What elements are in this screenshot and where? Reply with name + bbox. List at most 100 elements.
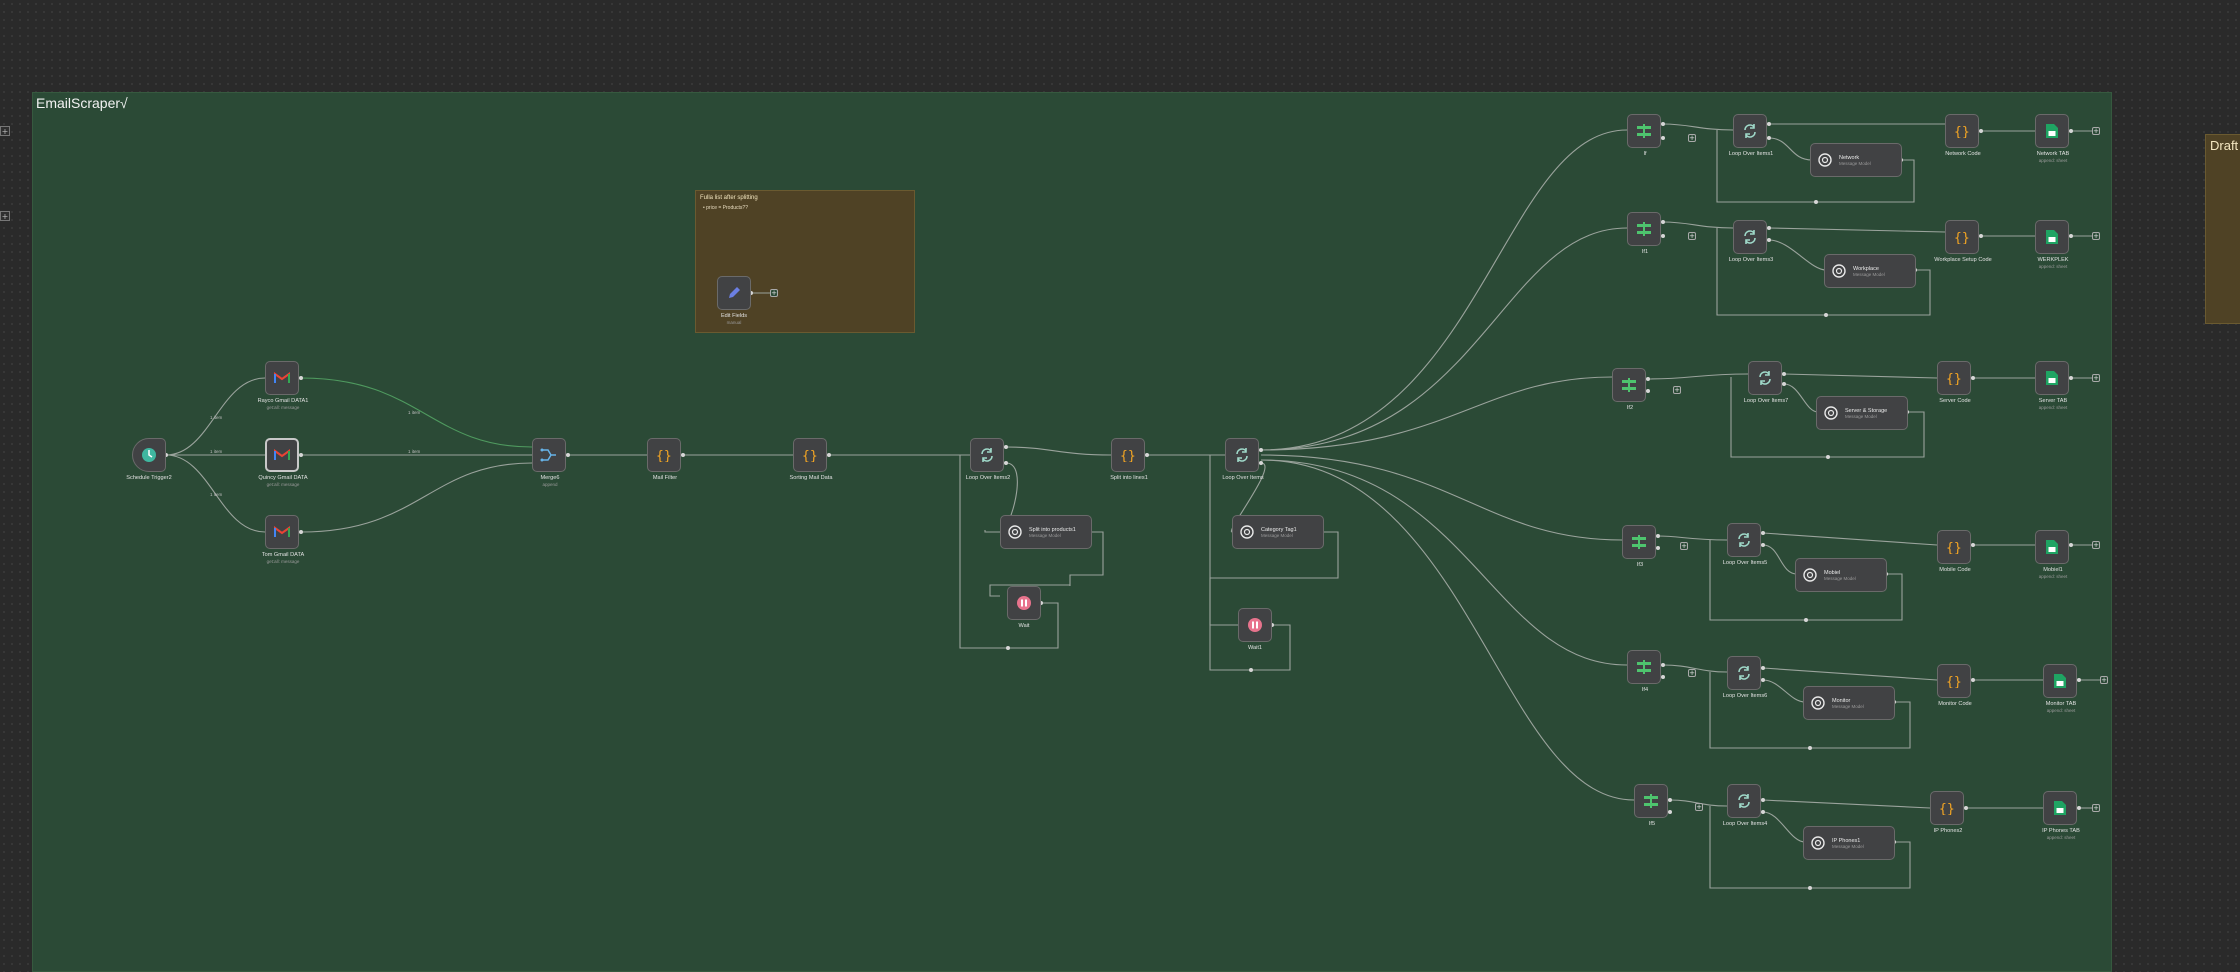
split-into-lines-label: Split into lines1	[1110, 475, 1148, 481]
if-node[interactable]	[1627, 114, 1661, 148]
if3-plus[interactable]: +	[1680, 542, 1688, 550]
mobiel1-plus[interactable]: +	[2092, 541, 2100, 549]
mobiel-name: Mobiel	[1824, 569, 1841, 576]
if2-node[interactable]	[1612, 368, 1646, 402]
if3-node[interactable]	[1622, 525, 1656, 559]
monitor-tab-plus[interactable]: +	[2100, 676, 2108, 684]
ip-phones2-node[interactable]: {}	[1930, 791, 1964, 825]
ip-phones-tab-node[interactable]	[2043, 791, 2077, 825]
tom-gmail-node[interactable]	[265, 515, 299, 549]
openai-icon	[1811, 836, 1825, 850]
openai-icon	[1008, 525, 1022, 539]
edge-label-2: 1 item	[210, 449, 223, 454]
sidebar-add-button-1[interactable]: +	[0, 126, 10, 136]
if1-node[interactable]	[1627, 212, 1661, 246]
mobiel1-node[interactable]	[2035, 530, 2069, 564]
loop-icon	[1744, 230, 1756, 244]
openai-icon	[1818, 153, 1832, 167]
network-tab-plus[interactable]: +	[2092, 127, 2100, 135]
ip-phones1-name: IP Phones1	[1832, 837, 1861, 844]
loop-over-items4-node[interactable]	[1727, 784, 1761, 818]
network-tab-node[interactable]	[2035, 114, 2069, 148]
loop-icon	[1236, 448, 1248, 462]
loop-over-items6-node[interactable]	[1727, 656, 1761, 690]
server-tab-plus[interactable]: +	[2092, 374, 2100, 382]
loop-icon	[981, 448, 993, 462]
loop-over-items5-node[interactable]	[1727, 523, 1761, 557]
schedule-trigger-node[interactable]	[132, 438, 166, 472]
loop-icon	[1738, 794, 1750, 808]
sheets-icon	[2046, 124, 2058, 138]
openai-icon	[1811, 696, 1825, 710]
if1-plus[interactable]: +	[1688, 232, 1696, 240]
merge-node[interactable]	[532, 438, 566, 472]
server-tab-node[interactable]	[2035, 361, 2069, 395]
split-into-lines-node[interactable]: {}	[1111, 438, 1145, 472]
sticky-note-draft[interactable]	[2205, 134, 2240, 324]
edit-fields-label: Edit Fields	[720, 313, 748, 319]
loop-over-items3-node[interactable]	[1733, 220, 1767, 254]
werkplek-label: WERKPLEK	[2037, 257, 2069, 263]
network-code-label: Network Code	[1945, 151, 1981, 157]
sheets-icon	[2046, 230, 2058, 244]
sticky-note-split[interactable]	[695, 190, 915, 333]
sidebar-add-button-2[interactable]: +	[0, 211, 10, 221]
loop-over-items7-node[interactable]	[1748, 361, 1782, 395]
monitor-tab-label: Monitor TAB	[2045, 701, 2077, 707]
monitor-tab-node[interactable]	[2043, 664, 2077, 698]
network-code-node[interactable]: {}	[1945, 114, 1979, 148]
add-node-plus[interactable]: +	[770, 289, 778, 297]
server-tab-label: Server TAB	[2038, 398, 2068, 404]
loop-over-items2-node[interactable]	[970, 438, 1004, 472]
wait1-node[interactable]	[1238, 608, 1272, 642]
svg-text:{}: {}	[1954, 125, 1970, 138]
loop-over-items-node[interactable]	[1225, 438, 1259, 472]
monitor-sub: Message Model	[1832, 703, 1864, 709]
workplace-setup-code-node[interactable]: {}	[1945, 220, 1979, 254]
server-storage-name: Server & Storage	[1845, 407, 1888, 414]
mail-filter-node[interactable]: {}	[647, 438, 681, 472]
wait-node[interactable]	[1007, 586, 1041, 620]
openai-icon	[1832, 264, 1846, 278]
code-braces-icon: {}	[656, 449, 672, 462]
if5-plus[interactable]: +	[1695, 803, 1703, 811]
rayco-gmail-label: Rayco Gmail DATA1	[257, 398, 309, 404]
loop-icon	[1759, 371, 1771, 385]
tom-gmail-label: Tom Gmail DATA	[261, 552, 305, 558]
rayco-gmail-node[interactable]	[265, 361, 299, 395]
ip-phones-tab-plus[interactable]: +	[2092, 804, 2100, 812]
loop-over-items1-node[interactable]	[1733, 114, 1767, 148]
monitor-code-node[interactable]: {}	[1937, 664, 1971, 698]
edge-label-4: 1 item	[408, 410, 421, 415]
werkplek-plus[interactable]: +	[2092, 232, 2100, 240]
sheets-icon	[2054, 801, 2066, 815]
openai-icon	[1824, 406, 1838, 420]
werkplek-node[interactable]	[2035, 220, 2069, 254]
gmail-icon	[274, 526, 290, 537]
if2-plus[interactable]: +	[1673, 386, 1681, 394]
sorting-mail-data-node[interactable]: {}	[793, 438, 827, 472]
svg-text:{}: {}	[1946, 372, 1962, 385]
svg-text:{}: {}	[1946, 541, 1962, 554]
if4-node[interactable]	[1627, 650, 1661, 684]
server-code-node[interactable]: {}	[1937, 361, 1971, 395]
if4-plus[interactable]: +	[1688, 669, 1696, 677]
if5-node[interactable]	[1634, 784, 1668, 818]
merge-label: Merge6	[540, 475, 560, 481]
edit-fields-node[interactable]	[717, 276, 751, 310]
quincy-gmail-node[interactable]	[265, 438, 299, 472]
mobile-code-node[interactable]: {}	[1937, 530, 1971, 564]
if-plus[interactable]: +	[1688, 134, 1696, 142]
gmail-icon	[274, 449, 290, 460]
code-braces-icon: {}	[1954, 125, 1970, 138]
category-tag-name: Category Tag1	[1261, 526, 1297, 533]
